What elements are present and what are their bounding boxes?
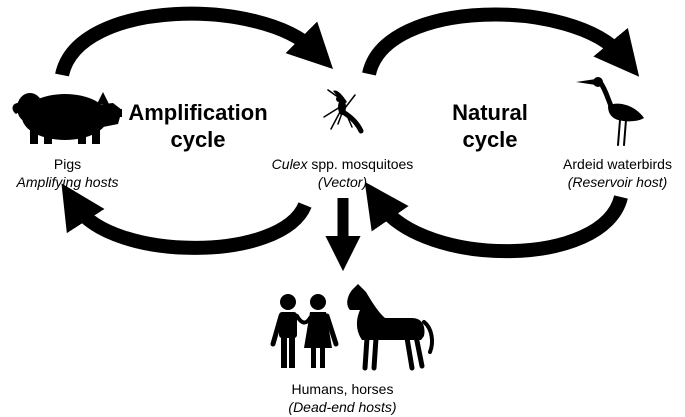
natural-cycle-line1: Natural: [452, 100, 528, 125]
pigs-name: Pigs: [53, 156, 82, 172]
mosquito-icon: [323, 89, 364, 134]
heron-icon: [576, 77, 644, 146]
arrow-pigs-to-mosquito: [55, 6, 334, 78]
mosquito-role: (Vector): [317, 174, 368, 190]
arrow-mosquito-to-pigs: [61, 183, 312, 255]
deadend-name: Humans, horses: [291, 381, 394, 397]
deadend-label: Humans, horses (Dead-end hosts): [260, 380, 425, 416]
mosquito-name: Culex spp. mosquitoes: [255, 155, 430, 173]
natural-cycle-title: Natural cycle: [420, 99, 560, 153]
horse-icon: [347, 284, 434, 371]
birds-name: Ardeid waterbirds: [563, 156, 672, 172]
mosquito-name-rest: spp. mosquitoes: [307, 156, 414, 172]
amplification-cycle-line2: cycle: [170, 127, 226, 152]
birds-label: Ardeid waterbirds (Reservoir host): [550, 155, 685, 191]
arrow-mosquito-to-birds: [362, 7, 640, 77]
deadend-role: (Dead-end hosts): [288, 399, 397, 415]
pigs-role: Amplifying hosts: [16, 174, 119, 190]
pigs-label: Pigs Amplifying hosts: [0, 155, 135, 191]
mosquito-label: Culex spp. mosquitoes (Vector): [255, 155, 430, 191]
natural-cycle-line2: cycle: [462, 127, 518, 152]
pig-icon: [12, 92, 122, 144]
arrow-birds-to-mosquito: [364, 181, 628, 259]
amplification-cycle-title: Amplification cycle: [108, 99, 288, 153]
birds-role: (Reservoir host): [567, 174, 668, 190]
humans-icon: [270, 294, 339, 368]
amplification-cycle-line1: Amplification: [128, 100, 268, 125]
mosquito-genus: Culex: [271, 156, 308, 172]
